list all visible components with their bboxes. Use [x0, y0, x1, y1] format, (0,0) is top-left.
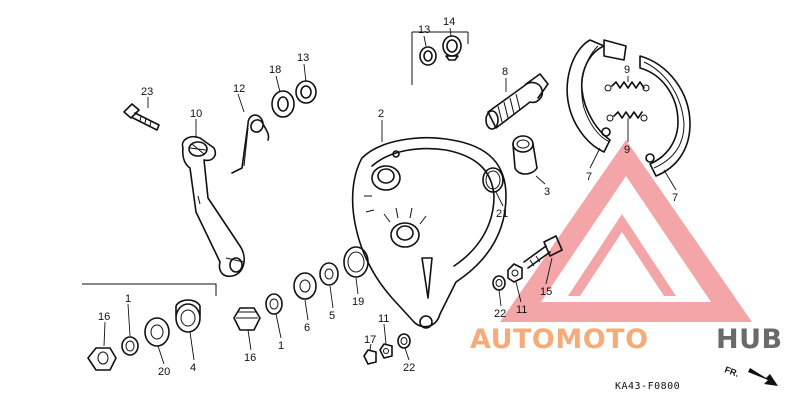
- callout-7-right: 7: [672, 192, 678, 204]
- front-direction-arrow-icon: [748, 368, 778, 386]
- brake-arm-10: [181, 135, 245, 278]
- nut-16-left: [87, 347, 117, 371]
- callout-9-lower: 9: [624, 144, 630, 156]
- front-direction-label: FR.: [723, 364, 740, 378]
- dust-seal-14: [442, 35, 462, 61]
- brake-shoe-right-7: [603, 39, 691, 177]
- callout-13-top: 13: [418, 24, 430, 36]
- seal-13: [295, 80, 317, 104]
- callout-14: 14: [443, 16, 455, 28]
- callout-5: 5: [329, 310, 335, 322]
- watermark-logo: AUTOMOTO HUB: [470, 140, 783, 355]
- nut-11-bottom: [379, 343, 393, 359]
- washer-1-left: [121, 336, 139, 356]
- watermark-triangle-outer: [500, 140, 752, 322]
- collar-4: [175, 299, 201, 333]
- collar-6: [293, 272, 317, 300]
- callout-15: 15: [540, 286, 552, 298]
- callout-21: 21: [496, 208, 508, 220]
- callout-2: 2: [378, 108, 384, 120]
- callout-12: 12: [233, 83, 245, 95]
- callout-22-right: 22: [494, 308, 506, 320]
- callout-11-bottom: 11: [378, 313, 389, 325]
- callout-18: 18: [269, 64, 281, 76]
- callout-9-upper: 9: [624, 64, 630, 76]
- callout-10: 10: [190, 108, 202, 120]
- callout-23: 23: [141, 86, 153, 98]
- brake-shoe-left-7: [566, 39, 611, 153]
- shoe-spring-9-lower: [606, 111, 648, 122]
- brake-panel-2: [351, 137, 507, 329]
- callout-17: 17: [364, 334, 376, 346]
- callout-1-left: 1: [125, 293, 131, 305]
- washer-5: [319, 262, 339, 286]
- nut-11-right: [507, 263, 523, 283]
- bolt-23: [123, 103, 160, 131]
- seal-13-top: [419, 46, 437, 66]
- nut-16-center: [233, 307, 261, 331]
- return-spring-12: [231, 114, 270, 174]
- callout-1-center: 1: [278, 340, 284, 352]
- parts-group-bracket-13-14: [411, 31, 469, 85]
- washer-1-center: [265, 293, 283, 315]
- bushing-20: [144, 317, 170, 347]
- callout-4: 4: [190, 362, 196, 374]
- washer-22-bottom: [397, 333, 411, 349]
- shoe-spring-9-upper: [604, 81, 650, 92]
- brake-cam-8: [485, 73, 549, 130]
- callout-16-left: 16: [98, 311, 110, 323]
- bolt-15: [523, 235, 563, 269]
- diagram-code: KA43-F0800: [615, 381, 680, 392]
- callout-3: 3: [544, 186, 550, 198]
- callout-6: 6: [304, 322, 310, 334]
- watermark-brand-part2: HUB: [716, 324, 783, 355]
- callout-22-bottom: 22: [403, 362, 415, 374]
- callout-13-right: 13: [297, 52, 309, 64]
- boxed-group-frame: [82, 283, 217, 296]
- bearing-19: [343, 246, 369, 278]
- callout-7-left: 7: [586, 171, 592, 183]
- callout-19: 19: [352, 296, 364, 308]
- callout-8: 8: [502, 66, 508, 78]
- circlip-21: [482, 167, 504, 193]
- bolt-17: [363, 349, 377, 365]
- callout-16-center: 16: [244, 352, 256, 364]
- washer-18: [271, 90, 295, 118]
- collar-3: [512, 135, 538, 175]
- watermark-triangle-inner: [568, 214, 676, 296]
- callout-20: 20: [158, 366, 170, 378]
- watermark-brand-part1: AUTOMOTO: [470, 324, 649, 355]
- callout-11-right: 11: [516, 304, 527, 316]
- washer-22-right: [492, 275, 506, 291]
- callout-numbers: 23 10 12 18 13 13 14 8 2 9 9 7 7 3 21 16…: [98, 16, 678, 378]
- leader-lines: [103, 27, 677, 365]
